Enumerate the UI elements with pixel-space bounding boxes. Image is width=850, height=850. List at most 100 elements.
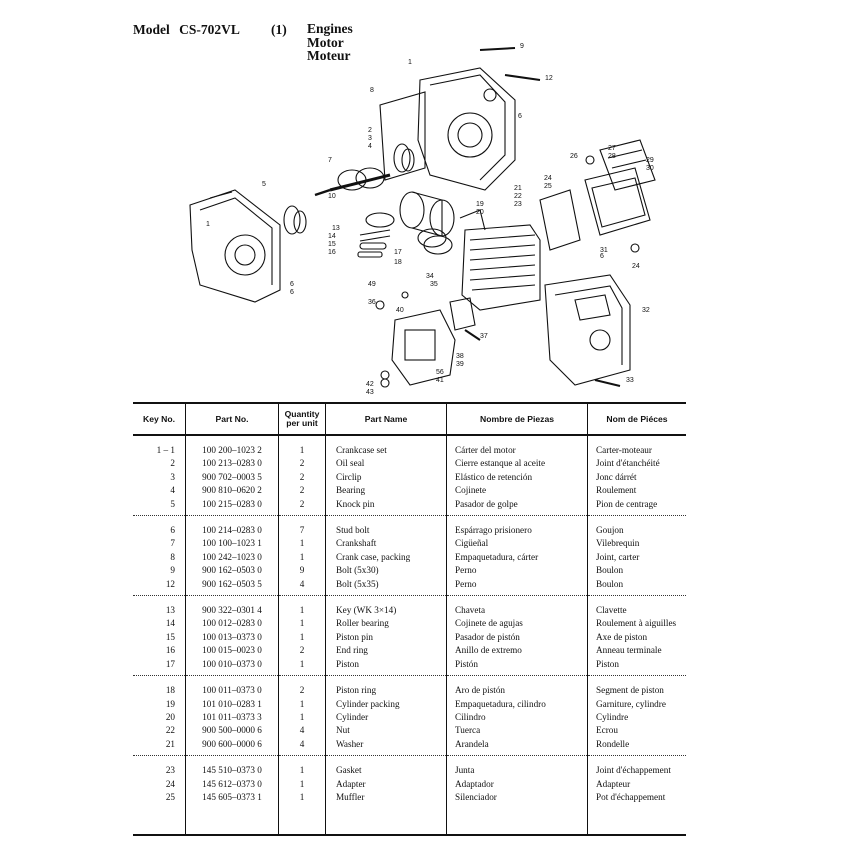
diagram-parts [189,47,656,388]
group-spacer [133,515,686,525]
cell-name: Washer [325,737,447,752]
cell-key: 1 – 1 [133,444,186,458]
callout-label: 56 [436,369,444,376]
bearings [283,143,415,235]
cell-name: End ring [325,644,447,658]
cell-part: 101 010–0283 1 [185,697,279,711]
diagram-svg: 1234567891012131415161718192021222324252… [189,43,656,396]
cell-name: Crankcase set [325,444,447,458]
callout-label: 4 [368,143,372,150]
cell-fr: Pion de centrage [596,498,658,509]
cell-key: 12 [133,577,186,592]
cell-name: Crankshaft [325,537,447,551]
callout-label: 16 [328,249,336,256]
callout-label: 20 [476,209,484,216]
callout-label: 41 [436,377,444,384]
cell-name: Oil seal [325,457,447,471]
cell-name: Stud bolt [325,524,447,538]
model-label: Model [133,22,170,37]
callout-label: 13 [332,225,340,232]
section-titles: Engines Motor Moteur [307,22,353,63]
callout-label: 7 [328,157,332,164]
cell-qty: 9 [278,564,326,578]
cell-es: Aro de pistón [446,684,588,698]
cell-name: Bolt (5x30) [325,564,447,578]
cell-key: 13 [133,604,186,618]
cell-name: Adapter [325,777,447,791]
piston [399,191,455,255]
cell-key: 7 [133,537,186,551]
cell-es: Pistón [446,657,588,672]
cell-fr: Piston [596,658,619,669]
cell-fr: Boulon [596,565,624,576]
cell-es: Pasador de pistón [446,630,588,645]
cell-es: Cierre estanque al aceite [446,457,588,471]
cell-key: 17 [133,657,186,672]
group-separator [133,511,686,516]
cell-key: 9 [133,564,186,578]
callout-label: 9 [520,43,524,50]
cell-part: 100 010–0373 0 [185,657,279,672]
cell-fr: Pot d'échappement [596,791,666,802]
cell-es: Cárter del motor [446,444,588,458]
callout-label: 38 [456,353,464,360]
callout-label: 10 [328,193,336,200]
callout-label: 31 [600,247,608,254]
callout-label: 36 [368,299,376,306]
callout-label: 49 [368,281,376,288]
cell-qty: 1 [278,537,326,551]
callout-label: 5 [262,181,266,188]
cell-qty: 2 [278,644,326,658]
callout-label: 32 [642,307,650,314]
cell-name: Crank case, packing [325,550,447,565]
cell-qty: 4 [278,724,326,738]
cell-qty: 1 [278,697,326,711]
cell-es: Elástico de retención [446,470,588,485]
cell-fr: Adapteur [596,778,631,789]
callout-label: 6 [518,113,522,120]
cylinder [459,209,541,311]
cell-key: 5 [133,497,186,512]
callout-label: 8 [370,87,374,94]
cell-es: Pasador de golpe [446,497,588,512]
callout-label: 6 [290,289,294,296]
model-number: CS-702VL [179,22,240,37]
callout-label: 23 [514,201,522,208]
cell-qty: 1 [278,790,326,805]
crankcase-left [189,189,281,303]
group-separator [133,591,686,597]
section-number: (1) [271,22,287,37]
callout-label: 1 [206,221,210,228]
cell-fr: Rondelle [596,738,630,749]
cell-part: 900 810–0620 2 [185,484,279,498]
cell-fr: Jonc dárrét [596,471,637,482]
cell-qty: 2 [278,484,326,498]
callout-label: 1 [408,59,412,66]
cell-key: 14 [133,617,186,631]
callout-label: 17 [394,249,402,256]
cell-name: Cylinder [325,710,447,725]
callout-label: 21 [514,185,522,192]
cell-es: Cojinete de agujas [446,617,588,631]
model-line: Model CS-702VL [133,22,246,38]
cell-es: Empaquetadura, cilindro [446,697,588,711]
crankshaft [314,167,391,197]
cell-es: Perno [446,564,588,578]
title-english: Engines [307,21,353,36]
cell-fr: Joint d'étanchéité [596,458,660,469]
carburetor [391,297,476,386]
cylinder-shroud [544,274,631,386]
cell-fr: Clavette [596,605,627,616]
callout-label: 29 [646,157,654,164]
